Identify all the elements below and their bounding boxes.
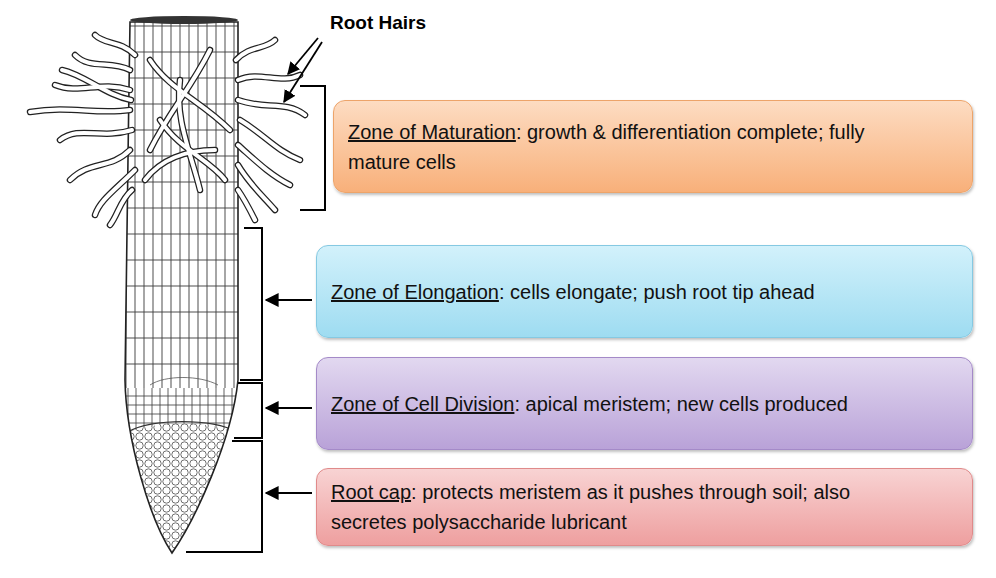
zone-pointers [266, 300, 312, 493]
zone-text: Zone of Cell Division: apical meristem; … [331, 389, 848, 419]
bracket [186, 441, 262, 552]
bracket [234, 383, 262, 438]
zone-text: Zone of Maturation: growth & differentia… [348, 117, 918, 177]
bracket [240, 228, 262, 380]
meristem-dome [150, 378, 218, 386]
zone-name: Zone of Cell Division [331, 393, 514, 415]
zone-brackets [186, 86, 325, 552]
root-hairs [30, 35, 305, 225]
zone-name: Zone of Maturation [348, 121, 516, 143]
part-label: Root Hairs [330, 12, 426, 34]
zone-description: : cells elongate; push root tip ahead [499, 281, 815, 303]
zone-box: Zone of Elongation: cells elongate; push… [316, 245, 973, 338]
zone-description: : apical meristem; new cells produced [514, 393, 847, 415]
zone-name: Zone of Elongation [331, 281, 499, 303]
zone-box: Zone of Cell Division: apical meristem; … [316, 357, 973, 450]
zone-text: Zone of Elongation: cells elongate; push… [331, 277, 815, 307]
bracket [300, 86, 325, 210]
pointer-arrow [266, 299, 312, 301]
root-cut-top [130, 16, 238, 24]
zone-text: Root cap: protects meristem as it pushes… [331, 477, 918, 537]
zone-name: Root cap [331, 481, 411, 503]
cap-boundary [128, 422, 236, 433]
pointer-arrow [266, 407, 312, 409]
root-outline [125, 22, 238, 553]
pointer-line [284, 42, 322, 102]
root-hair-pointers [284, 38, 322, 102]
root-hair-fills [30, 35, 305, 225]
zone-box: Zone of Maturation: growth & differentia… [333, 100, 973, 193]
zone-box: Root cap: protects meristem as it pushes… [316, 468, 973, 546]
root-hair-outlines [30, 35, 305, 225]
pointer-arrow [266, 492, 312, 494]
